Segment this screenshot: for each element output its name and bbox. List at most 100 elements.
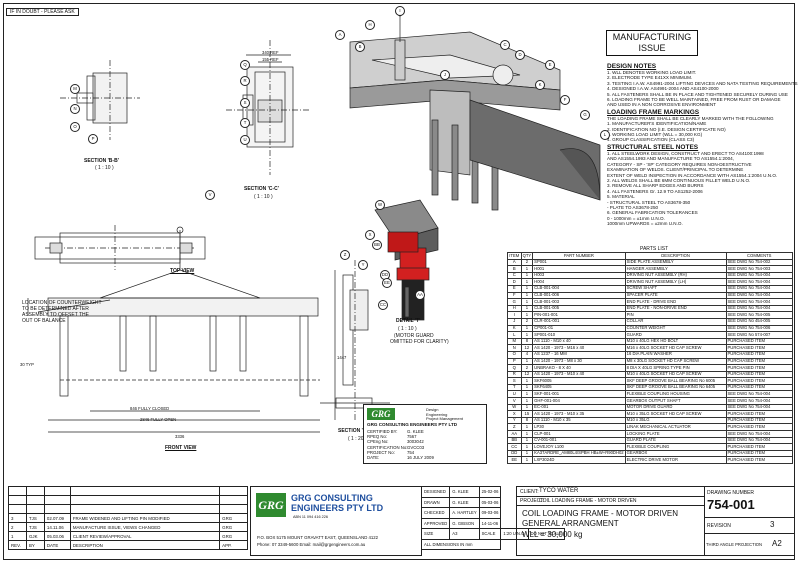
cert-value: 7567 <box>407 434 417 440</box>
revision-cell: 05.03.06 <box>43 531 71 541</box>
revision-cell <box>43 495 71 505</box>
signoff-cell: DESIGNED <box>420 486 451 498</box>
issue-line1: MANUFACTURING <box>612 32 692 42</box>
frame-markings-list: THE LOADING FRAME SHALL BE CLEARLY MARKE… <box>607 116 798 143</box>
section-c-scale: ( 1 : 10 ) <box>254 194 273 200</box>
note-line: 3. WORKING LOAD LIMIT (WLL = 30,000 KG) <box>607 132 703 138</box>
revision-cell: TJS <box>25 522 45 532</box>
note-line: 3. TESTING I.A.W. AS4991-2004 LIFTING DE… <box>607 80 798 86</box>
section-c-title: SECTION 'C-C' <box>244 186 279 192</box>
top-view-geometry <box>34 225 206 270</box>
balloon-f: F <box>560 95 570 105</box>
revision-cell: CLIENT REVIEW/APPROVAL <box>69 531 221 541</box>
detail-t-scale: ( 1 : 10 ) <box>398 326 417 332</box>
certification-stamp: GRG Design Engineering Project Managemen… <box>363 404 487 464</box>
revision-cell: FRAME WIDENED AND LIFTING PIN MODIFIED <box>69 513 221 523</box>
note-line: 1. ALL STEELWORK DESIGN, CONSTRUCT AND E… <box>607 150 764 156</box>
steel-notes-list: 1. ALL STEELWORK DESIGN, CONSTRUCT AND E… <box>607 151 798 227</box>
signoff-cell: 1:20 U.N.O. <box>500 528 529 540</box>
cert-key: CERTIFICATION No: <box>367 444 408 450</box>
balloon-t: T <box>240 118 250 128</box>
cert-row: CPEng No:3003042 <box>367 439 434 444</box>
steel-notes-title: STRUCTURAL STEEL NOTES <box>607 143 699 151</box>
sheet-size: A2 <box>772 539 782 548</box>
note-line: 6. LOADING FRAME TO BE WELL MAINTAINED, … <box>607 97 781 103</box>
drawing-border <box>3 3 795 560</box>
frame-markings-title: LOADING FRAME MARKINGS <box>607 108 700 116</box>
company-block: GRG GRG CONSULTING ENGINEERS PTY LTD ABN… <box>250 486 422 556</box>
dim-340: 340 REF <box>262 50 279 55</box>
cert-side-lines: Design Engineering Project Management <box>426 407 463 422</box>
signoff-row: ALL DIMENSIONS IN mm <box>420 538 565 550</box>
cert-key: DATE: <box>367 455 380 461</box>
balloon-bb: BB <box>372 240 382 250</box>
signoff-cell: G. KLEE <box>449 486 480 498</box>
note-line: 5. MATERIAL <box>607 194 635 200</box>
design-notes-title: DESIGN NOTES <box>607 63 657 70</box>
balloon-e: E <box>545 60 555 70</box>
signoff-cell: DRAWN <box>420 496 451 508</box>
balloon-cc: CC <box>378 300 388 310</box>
note-line: EXAMINATION OF WELDS. CLIENT/PRINCIPAL T… <box>607 167 744 173</box>
revision-cell: GRG <box>219 513 248 523</box>
balloon-a: A <box>335 30 345 40</box>
cert-value: 16 JULY 2009 <box>407 455 434 461</box>
revision-cell <box>219 504 248 514</box>
cert-value: GVCC03 <box>407 444 425 450</box>
revision-cell: GRG <box>219 531 248 541</box>
dim-fully-open: 2846 FULLY OPEN <box>140 417 177 422</box>
detail-t-title: DETAIL 'T' <box>396 318 421 324</box>
note-line: 4. DESIGNED I.A.W. AS4991-2004 AND AS410… <box>607 86 719 92</box>
revision-cell <box>8 504 27 514</box>
divider <box>704 487 705 555</box>
revision-cell: GJK <box>25 531 45 541</box>
signoff-cell: G. GIBSON <box>449 517 480 529</box>
revision-cell <box>219 495 248 505</box>
balloon-g: G <box>580 110 590 120</box>
top-view-title: TOP VIEW <box>170 268 195 274</box>
cert-value: G. KLEE <box>407 429 424 434</box>
company-abn: ABN 11 094 416 226 <box>293 515 328 519</box>
company-contact: Phone: 07 3349-5600 Email: mail@grgengin… <box>257 542 366 547</box>
client-name: TYCO WATER <box>539 488 579 494</box>
revision-cell <box>43 486 71 496</box>
revision-cell: 1 <box>8 531 27 541</box>
signoff-cell: SIZE <box>420 528 451 540</box>
revision-label: REVISION <box>707 523 731 529</box>
projection-label: THIRD ANGLE PROJECTION <box>706 542 763 547</box>
note-line: 0 - 1000mm = ±1mm U.N.O. <box>607 215 665 221</box>
section-b-geometry <box>60 60 140 140</box>
cert-side-line: Design <box>426 407 439 412</box>
revision-header-cell: DESCRIPTION <box>69 540 221 550</box>
revision-cell <box>69 495 221 505</box>
revision-cell: MANUFACTURE ISSUE, VIEWS CHANGED <box>69 522 221 532</box>
balloon-d: D <box>515 50 525 60</box>
parts-cell: LXP3024D <box>532 456 626 464</box>
title-block: CLIENT: TYCO WATER PROJECT: COIL LOADING… <box>516 486 795 556</box>
revision-cell <box>69 486 221 496</box>
signoff-cell: A3 <box>449 528 480 540</box>
notes-panel: DESIGN NOTES 1. WLL DENOTES WORKING LOAD… <box>607 63 798 227</box>
revision-cell: 02.07.09 <box>43 513 71 523</box>
revision-cell <box>8 495 27 505</box>
section-b-title: SECTION 'B-B' <box>84 158 119 164</box>
section-b-scale: ( 1 : 10 ) <box>95 165 114 171</box>
revision-empty-row <box>8 504 248 514</box>
revision-cell: 2 <box>8 522 27 532</box>
company-name-1: GRG CONSULTING <box>291 493 373 503</box>
divider <box>517 505 704 506</box>
note-line: AND AS1554.1993 AND MANUFACTURE TO AS155… <box>607 156 734 162</box>
revision-cell <box>25 495 45 505</box>
balloon-m: M <box>70 84 80 94</box>
drawing-title-1: COIL LOADING FRAME - MOTOR DRIVEN <box>522 509 679 518</box>
signoff-cell: 05-03-06 <box>478 496 502 508</box>
balloon-u: U <box>240 135 250 145</box>
cert-row: CERTIFIED BY:G. KLEE <box>367 429 434 434</box>
